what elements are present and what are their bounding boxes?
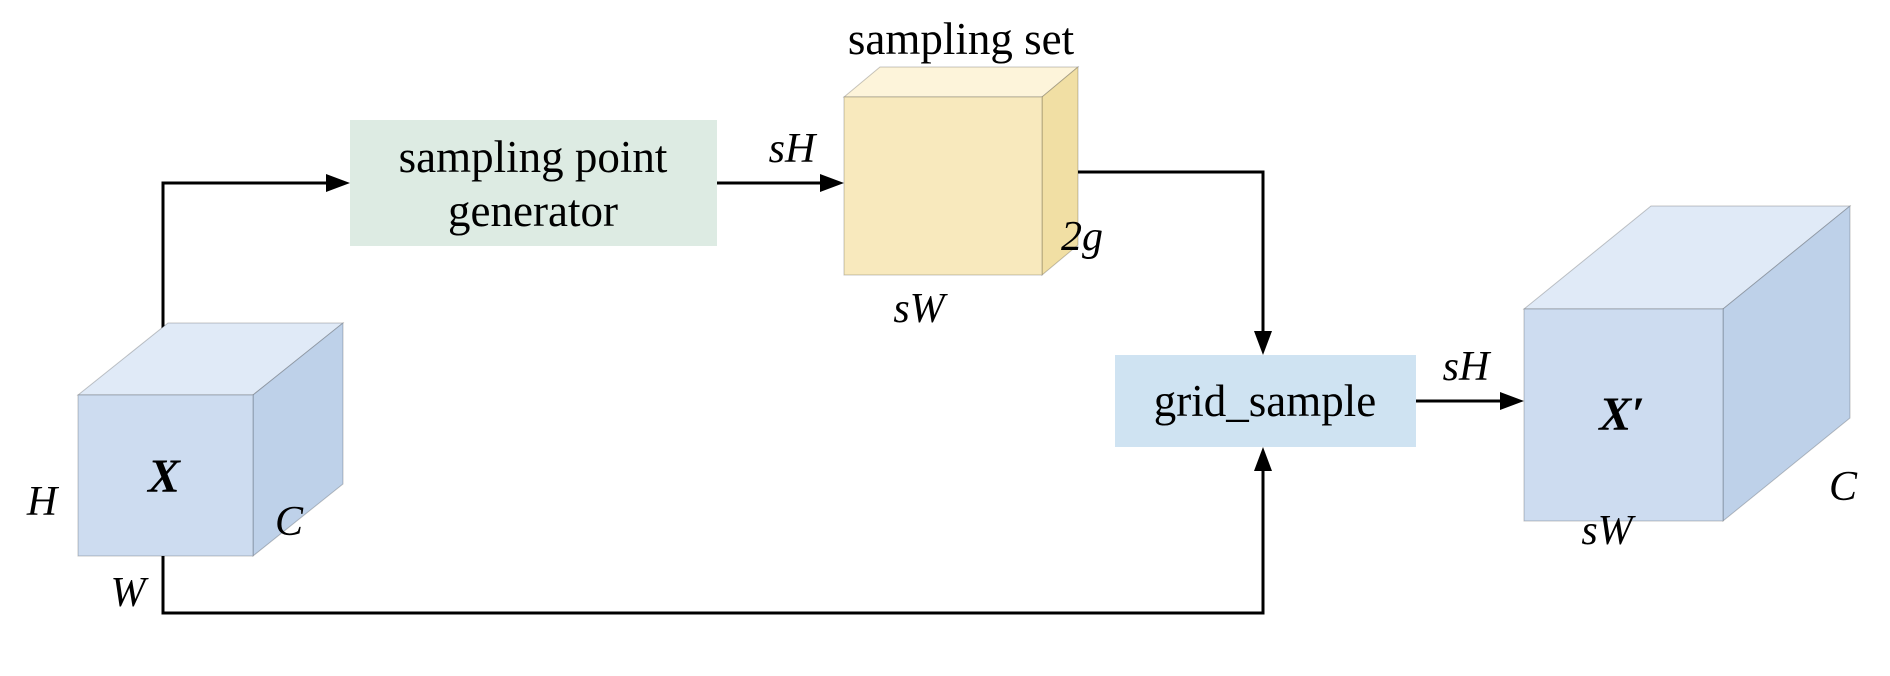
output-tensor-front-face xyxy=(1523,308,1724,522)
input-dim-height-label: H xyxy=(26,479,60,525)
generator-rect xyxy=(350,120,717,246)
arrowhead-gridsample-to-output xyxy=(1500,392,1524,410)
generator-box: sampling point generator xyxy=(350,120,717,246)
arrowhead-set-to-gridsample xyxy=(1254,331,1272,355)
grid-sample-rect xyxy=(1115,355,1416,447)
arrowhead-generator-to-set xyxy=(820,174,844,192)
output-tensor-label: X′ xyxy=(1597,388,1645,441)
arrowhead-input-to-gridsample xyxy=(1254,447,1272,471)
grid-sample-box: grid_sample xyxy=(1115,355,1416,447)
output-dim-channels-label: C xyxy=(1829,464,1858,510)
input-tensor-front-face xyxy=(77,394,254,557)
input-dim-width-label: W xyxy=(111,570,150,616)
input-tensor-box: X H C W xyxy=(26,321,345,616)
output-dim-height-label: sH xyxy=(1443,344,1492,390)
generator-label-line2: generator xyxy=(448,186,618,236)
generator-label-line1: sampling point xyxy=(399,132,668,182)
sampling-set-dim-channels-label: 2g xyxy=(1061,214,1103,260)
output-dim-width-label: sW xyxy=(1581,508,1636,554)
sampling-set-dim-height-label: sH xyxy=(769,126,818,172)
sampling-set-front-face xyxy=(843,96,1043,276)
edge-input-to-gridsample xyxy=(161,469,1265,615)
sampling-set-dim-width-label: sW xyxy=(893,286,948,332)
arrowhead-input-to-generator xyxy=(326,174,350,192)
edge-set-to-gridsample xyxy=(1075,170,1265,333)
grid-sample-label: grid_sample xyxy=(1154,376,1376,426)
edges xyxy=(161,170,1524,615)
sampling-set-title: sampling set xyxy=(848,14,1075,64)
sampling-set-top-face xyxy=(842,66,1080,98)
edge-input-to-generator xyxy=(161,181,328,367)
sampling-set-box: sampling set sH sW 2g xyxy=(769,14,1103,332)
input-tensor-label: X xyxy=(146,450,181,503)
output-tensor-box: X′ sH sW C xyxy=(1443,204,1858,554)
input-dim-channels-label: C xyxy=(275,499,304,545)
